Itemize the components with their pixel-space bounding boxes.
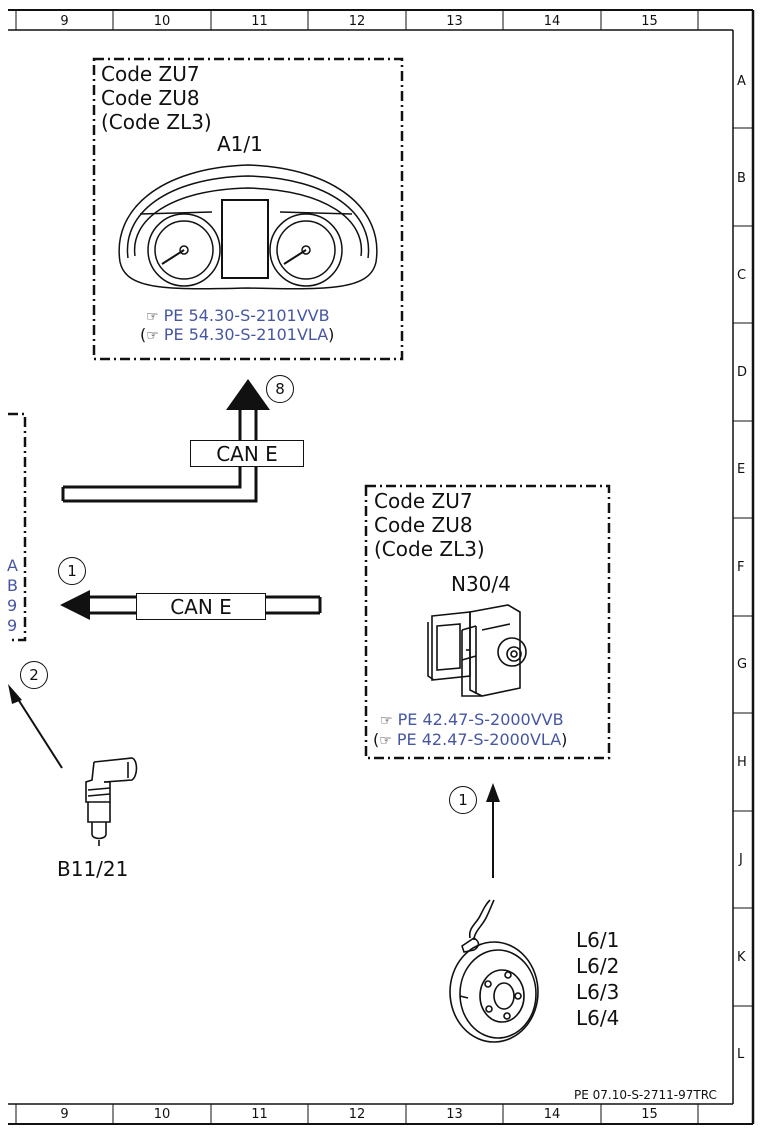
- footer-ref: PE 07.10-S-2711-97TRC: [574, 1088, 717, 1102]
- marker-1-lower: 1: [449, 786, 477, 814]
- n304-code-1: Code ZU7: [374, 489, 473, 513]
- col-label: 14: [543, 1107, 561, 1122]
- ref-link[interactable]: PE 54.30-S-2101VVB: [163, 306, 330, 325]
- a11-code-1: Code ZU7: [101, 62, 200, 86]
- col-label: 15: [641, 14, 658, 29]
- col-label: 9: [60, 1107, 69, 1122]
- l6-designation-2: L6/2: [576, 954, 620, 978]
- col-label: 12: [348, 1107, 366, 1122]
- a11-box: [92, 57, 404, 361]
- col-label: 14: [543, 14, 561, 29]
- marker-2: 2: [20, 661, 48, 689]
- abs-module-icon: [427, 604, 527, 697]
- a11-designation: A1/1: [217, 132, 263, 156]
- sensor-b1121-icon: [85, 757, 138, 846]
- n304-code-3: (Code ZL3): [374, 537, 485, 561]
- ref-link[interactable]: PE 54.30-S-2101VLA: [163, 325, 329, 344]
- a11-ref-2: (☞ PE 54.30-S-2101VLA): [140, 325, 335, 344]
- row-label: A: [737, 74, 746, 89]
- n304-designation: N30/4: [451, 572, 511, 596]
- n304-code-2: Code ZU8: [374, 513, 473, 537]
- col-label: 9: [60, 14, 69, 29]
- l6-arrow: [486, 783, 500, 878]
- marker-8: 8: [266, 375, 294, 403]
- pointing-hand-icon: ☞: [146, 309, 159, 325]
- a11-code-3: (Code ZL3): [101, 110, 212, 134]
- frame: [8, 9, 755, 1125]
- a11-code-2: Code ZU8: [101, 86, 200, 110]
- ref-link[interactable]: PE 42.47-S-2000VLA: [396, 730, 562, 749]
- n304-ref-1: ☞ PE 42.47-S-2000VVB: [380, 710, 564, 729]
- row-label: D: [737, 365, 748, 380]
- row-label: C: [737, 268, 747, 283]
- left-fragment-c: 9: [7, 596, 18, 615]
- can-e-arrow-left: [60, 590, 322, 620]
- marker-1-left: 1: [58, 557, 86, 585]
- col-label: 13: [446, 1107, 463, 1122]
- can-e-label-left: CAN E: [136, 593, 266, 620]
- row-label: F: [737, 560, 745, 575]
- pointing-hand-icon: ☞: [146, 328, 159, 344]
- row-label: G: [737, 657, 748, 672]
- n304-ref-2: (☞ PE 42.47-S-2000VLA): [373, 730, 568, 749]
- row-label: H: [737, 755, 747, 770]
- row-label: K: [737, 950, 746, 965]
- left-fragment-box: [8, 412, 27, 642]
- l6-designation-4: L6/4: [576, 1006, 620, 1030]
- row-label: B: [737, 171, 746, 186]
- brake-disc-icon: [449, 899, 539, 1043]
- instrument-cluster-icon: [118, 164, 378, 290]
- ref-link[interactable]: PE 42.47-S-2000VVB: [397, 710, 564, 729]
- left-fragment-b: B: [7, 576, 18, 595]
- col-label: 11: [251, 1107, 268, 1122]
- row-label: J: [739, 852, 743, 867]
- can-e-label-top: CAN E: [190, 440, 304, 467]
- col-label: 10: [153, 14, 171, 29]
- left-fragment-d: 9: [7, 616, 18, 635]
- left-fragment-a: A: [7, 556, 18, 575]
- pointing-hand-icon: ☞: [379, 733, 392, 749]
- col-label: 10: [153, 1107, 171, 1122]
- col-label: 11: [251, 14, 268, 29]
- a11-ref-1: ☞ PE 54.30-S-2101VVB: [146, 306, 330, 325]
- b1121-arrow: [8, 684, 63, 769]
- l6-designation-1: L6/1: [576, 928, 620, 952]
- l6-designation-3: L6/3: [576, 980, 620, 1004]
- n304-box: [364, 484, 611, 760]
- row-label: E: [737, 462, 746, 477]
- col-label: 13: [446, 14, 463, 29]
- col-label: 15: [641, 1107, 658, 1122]
- col-label: 12: [348, 14, 366, 29]
- pointing-hand-icon: ☞: [380, 713, 393, 729]
- b1121-designation: B11/21: [57, 857, 129, 881]
- row-label: L: [737, 1047, 745, 1062]
- can-e-arrow-up: [61, 379, 270, 503]
